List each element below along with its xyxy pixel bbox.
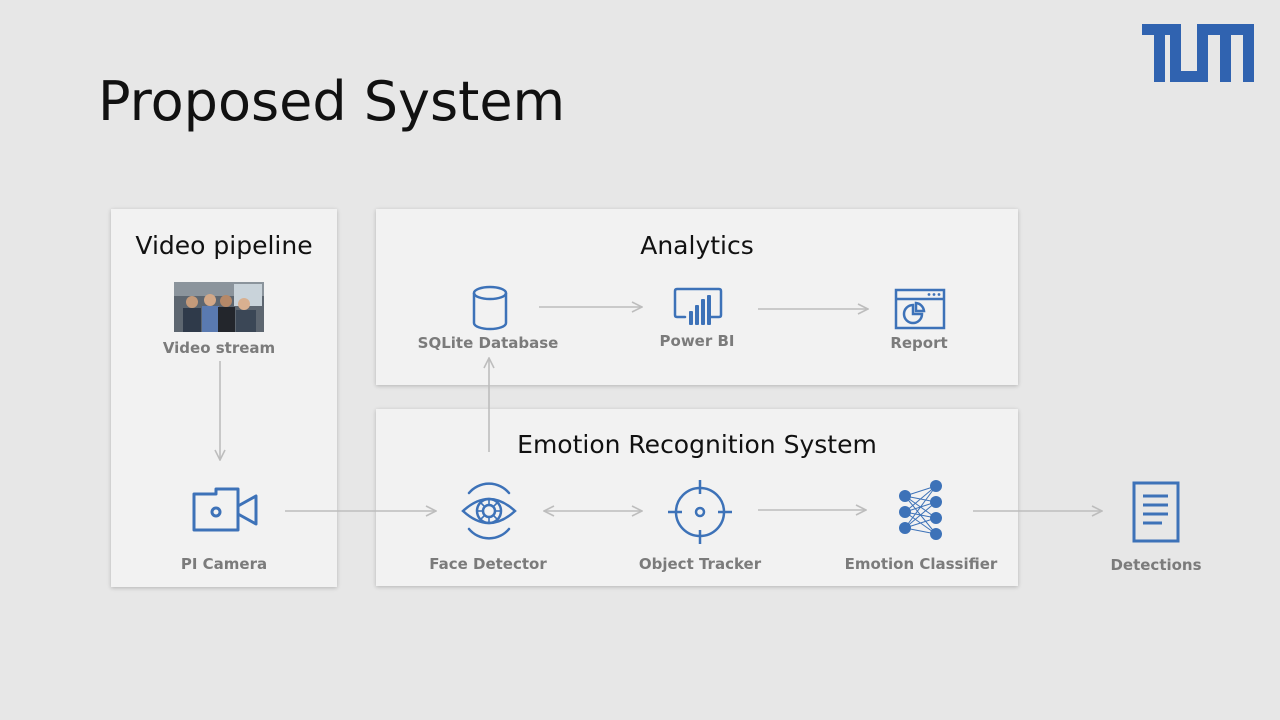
face-detector-label: Face Detector xyxy=(429,555,547,573)
document-icon xyxy=(1132,481,1180,543)
video-stream-label: Video stream xyxy=(162,339,276,357)
video-frame-image xyxy=(174,282,264,332)
tum-logo xyxy=(1142,24,1254,82)
power-bi-label: Power BI xyxy=(659,332,735,350)
sqlite-database-label: SQLite Database xyxy=(417,334,559,352)
analytics-panel: Analytics xyxy=(376,209,1018,385)
eye-detector-icon xyxy=(461,482,517,540)
slide-title: Proposed System xyxy=(98,70,566,133)
video-camera-icon xyxy=(192,487,258,532)
pi-camera-label: PI Camera xyxy=(180,555,268,573)
crosshair-icon xyxy=(668,480,732,544)
neural-network-icon xyxy=(899,480,942,540)
emotion-classifier-label: Emotion Classifier xyxy=(844,555,998,573)
report-label: Report xyxy=(890,334,948,352)
report-window-icon xyxy=(894,288,946,330)
object-tracker-label: Object Tracker xyxy=(638,555,762,573)
analytics-title: Analytics xyxy=(640,231,754,260)
emotion-recognition-title: Emotion Recognition System xyxy=(517,430,877,459)
video-pipeline-panel: Video pipeline xyxy=(111,209,337,587)
video-pipeline-title: Video pipeline xyxy=(135,231,313,260)
database-icon xyxy=(472,285,508,331)
detections-label: Detections xyxy=(1110,556,1202,574)
bar-chart-icon xyxy=(673,287,723,325)
